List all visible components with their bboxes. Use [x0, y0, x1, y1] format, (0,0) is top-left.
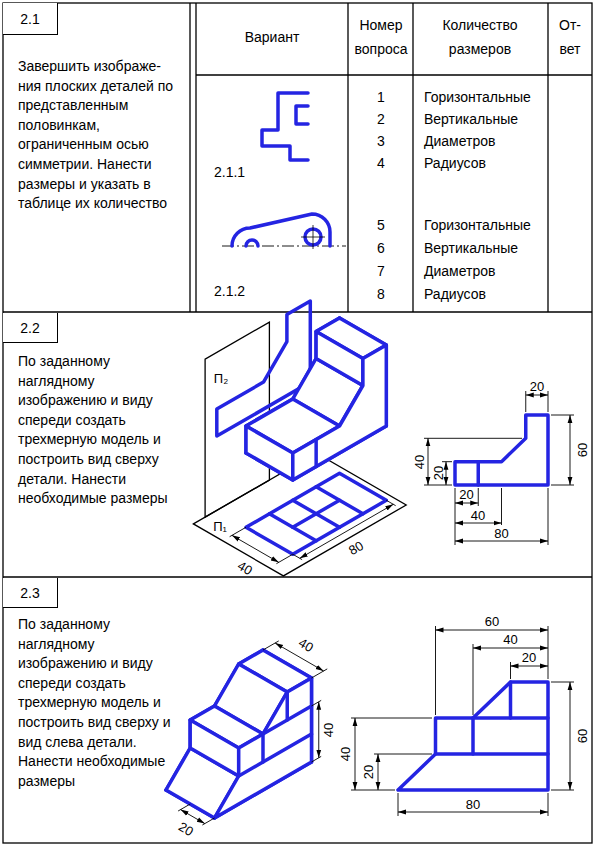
dimension-kind: Вертикальные — [424, 241, 518, 256]
half-part-2-1-2 — [222, 214, 346, 249]
dimension-value: 60 — [485, 614, 499, 629]
table-header: Количество размеров — [420, 13, 540, 61]
isometric-view-2-2 — [193, 301, 406, 576]
dimension-value: 40 — [503, 632, 517, 647]
question-number: 1 — [377, 90, 385, 105]
dimension-value: 40 — [235, 558, 255, 578]
task-number: 2.2 — [20, 320, 39, 336]
task-text: По заданному наглядному изображению и ви… — [18, 352, 183, 509]
part-edge — [314, 440, 318, 467]
task-number-box: 2.1 — [3, 3, 58, 35]
dimension-value: 40 — [471, 508, 485, 523]
part-face — [293, 345, 387, 480]
question-number: 2 — [377, 112, 385, 127]
dimension-kind: Диаметров — [424, 264, 495, 279]
table-header: Номер вопроса — [349, 13, 413, 61]
dimension-value: 20 — [459, 487, 473, 502]
task-number-box: 2.2 — [3, 313, 58, 343]
dimension-value: 40 — [321, 723, 336, 737]
part-face — [246, 426, 293, 480]
dimension-kind: Горизонтальные — [424, 218, 531, 233]
extension-line — [293, 554, 302, 559]
extension-line — [263, 641, 279, 650]
top-projection — [246, 473, 386, 554]
table-grid — [3, 3, 592, 843]
variant-number: 2.1.2 — [214, 284, 245, 299]
question-number: 7 — [377, 264, 385, 279]
question-number: 4 — [377, 156, 385, 171]
part-face — [190, 720, 239, 776]
plane-label: П₂ — [214, 371, 228, 386]
dimension-value: 20 — [176, 819, 196, 839]
dimension-value: 60 — [575, 443, 590, 457]
dimension-value: 20 — [361, 765, 376, 779]
part-edge — [239, 734, 312, 776]
dimension-value: 40 — [412, 455, 427, 469]
dimension-value: 80 — [494, 526, 508, 541]
extension-line — [202, 818, 214, 825]
dimension-kind: Радиусов — [424, 156, 486, 171]
plane-label: П₁ — [213, 519, 227, 534]
dimension-value: 20 — [530, 379, 544, 394]
extension-line — [276, 554, 292, 563]
dimension-value: 20 — [522, 650, 536, 665]
part-edge — [285, 692, 289, 720]
dimension-value: 20 — [430, 466, 445, 480]
front-view-2-3 — [351, 626, 574, 816]
task-number: 2.1 — [20, 11, 39, 27]
dimension-value: 40 — [296, 635, 316, 655]
extension-line — [311, 669, 327, 678]
dimension-kind: Диаметров — [424, 134, 495, 149]
extension-line — [311, 756, 321, 762]
table-header: Вариант — [245, 30, 300, 45]
task-text: По заданному наглядному изображению и ви… — [18, 615, 183, 791]
dimension-kind: Радиусов — [424, 287, 486, 302]
extension-line — [178, 804, 190, 811]
extension-line — [386, 500, 395, 505]
dimension-kind: Вертикальные — [424, 112, 518, 127]
variant-number: 2.1.1 — [214, 165, 245, 180]
top-projection — [293, 500, 340, 527]
extension-line — [311, 700, 321, 706]
isometric-view-2-3 — [166, 641, 327, 825]
task-number-box: 2.3 — [3, 578, 58, 608]
question-number: 3 — [377, 134, 385, 149]
task-text: Завершить изображе- ния плоских деталей … — [18, 57, 183, 214]
question-number: 8 — [377, 287, 385, 302]
question-number: 5 — [377, 218, 385, 233]
half-part-2-1-1 — [262, 93, 308, 160]
dimension-line — [318, 702, 319, 758]
dimension-line — [300, 504, 394, 558]
top-projection — [293, 500, 340, 527]
part-edge — [261, 734, 265, 762]
task-number: 2.3 — [20, 585, 39, 601]
dimension-value: 80 — [466, 797, 480, 812]
front-view-2-2 — [424, 391, 574, 545]
part-face — [215, 678, 312, 818]
question-number: 6 — [377, 241, 385, 256]
dimension-kind: Горизонтальные — [424, 90, 531, 105]
dimension-value: 80 — [346, 538, 366, 558]
dimension-line — [232, 535, 279, 562]
dimension-value: 60 — [575, 729, 590, 743]
part-face — [316, 332, 363, 386]
table-header: От- вет — [553, 13, 587, 61]
dimension-value: 40 — [338, 747, 353, 761]
